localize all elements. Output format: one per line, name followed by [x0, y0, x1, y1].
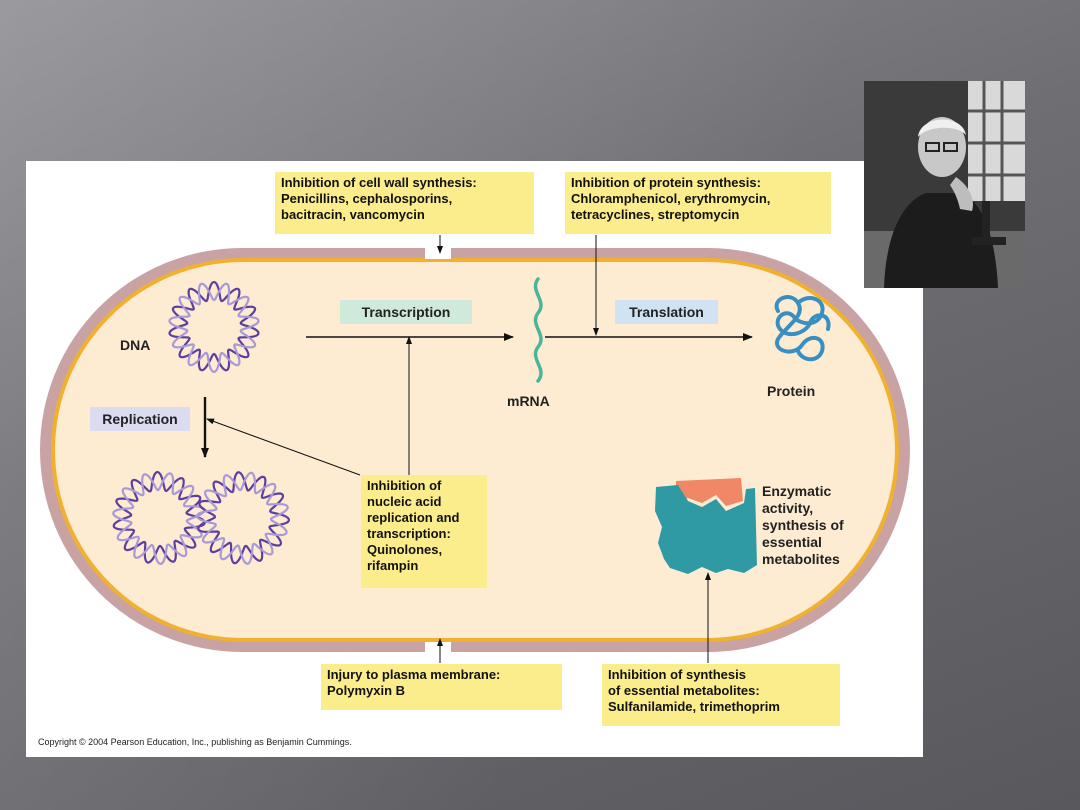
copyright-notice: Copyright © 2004 Pearson Education, Inc.…	[38, 737, 352, 747]
enzyme-complex	[655, 478, 757, 574]
mrna-strand	[533, 277, 543, 383]
cell-wall-gap-top	[425, 246, 451, 259]
enzymatic-activity-text: Enzymatic activity, synthesis of essenti…	[762, 483, 844, 567]
metabolite-inhibition-callout: Inhibition of synthesis of essential met…	[602, 664, 840, 726]
translation-label-bg	[615, 300, 718, 324]
enzyme-shape	[655, 485, 757, 574]
nucleic-acid-inhibition-text: Inhibition of nucleic acid replication a…	[367, 478, 460, 573]
cell-diagram	[40, 235, 910, 663]
replication-label-bg	[90, 407, 190, 431]
plasma-membrane-injury-callout: Injury to plasma membrane: Polymyxin B	[321, 664, 562, 710]
cell-wall-inhibition-text: Inhibition of cell wall synthesis: Penic…	[281, 175, 477, 222]
protein-synthesis-inhibition-text: Inhibition of protein synthesis: Chloram…	[571, 175, 771, 222]
metabolite-inhibition-text: Inhibition of synthesis of essential met…	[608, 667, 780, 714]
protein-synthesis-inhibition-callout: Inhibition of protein synthesis: Chloram…	[565, 172, 831, 234]
replication-label: Replication	[102, 411, 178, 427]
mrna-label: mRNA	[507, 393, 550, 409]
transcription-label-bg	[340, 300, 472, 324]
replicated-dna	[112, 470, 291, 566]
translation-label: Translation	[629, 304, 704, 320]
portrait-photo-image	[864, 81, 1025, 288]
plasma-membrane-injury-text: Injury to plasma membrane: Polymyxin B	[327, 667, 501, 698]
replication-inhibition-arrow	[206, 418, 361, 476]
cell-wall-inhibition-callout: Inhibition of cell wall synthesis: Penic…	[275, 172, 534, 234]
cell-wall-gap-bottom	[425, 642, 451, 654]
dna-chromosome	[168, 280, 260, 374]
protein-structure	[774, 295, 831, 362]
nucleic-acid-inhibition-callout: Inhibition of nucleic acid replication a…	[361, 475, 487, 588]
protein-label: Protein	[767, 383, 816, 399]
portrait-photo	[864, 81, 1025, 288]
dna-label: DNA	[120, 337, 151, 353]
antibiotic-targets-figure: Transcription Translation Replication DN…	[26, 161, 923, 757]
substrate-shape	[676, 478, 743, 506]
enzymatic-activity-label: Enzymatic activity, synthesis of essenti…	[762, 483, 844, 568]
transcription-label: Transcription	[361, 304, 451, 320]
